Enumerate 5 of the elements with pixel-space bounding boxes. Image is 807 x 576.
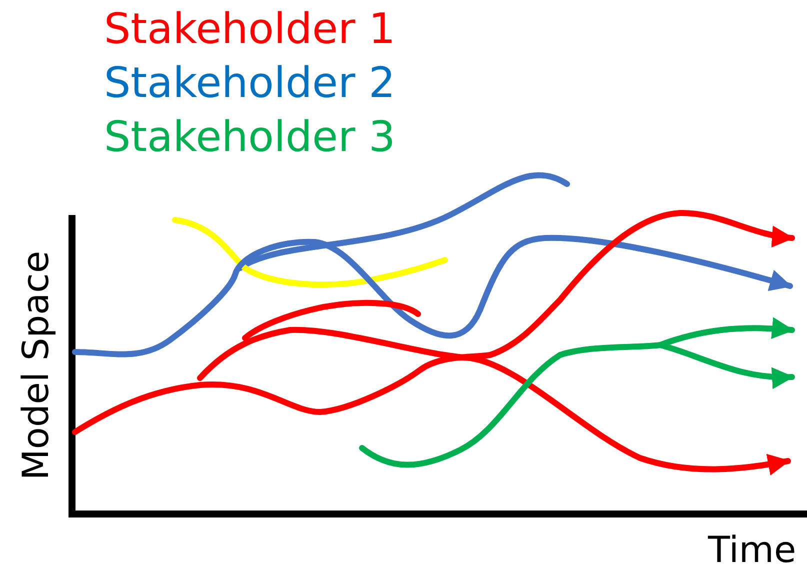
- axis-label: Model Space: [16, 250, 57, 480]
- legend-entry: Stakeholder 3: [104, 112, 396, 162]
- legend-entry: Stakeholder 2: [104, 58, 396, 108]
- axis-label: Time: [708, 530, 796, 571]
- legend-entry: Stakeholder 1: [104, 4, 396, 54]
